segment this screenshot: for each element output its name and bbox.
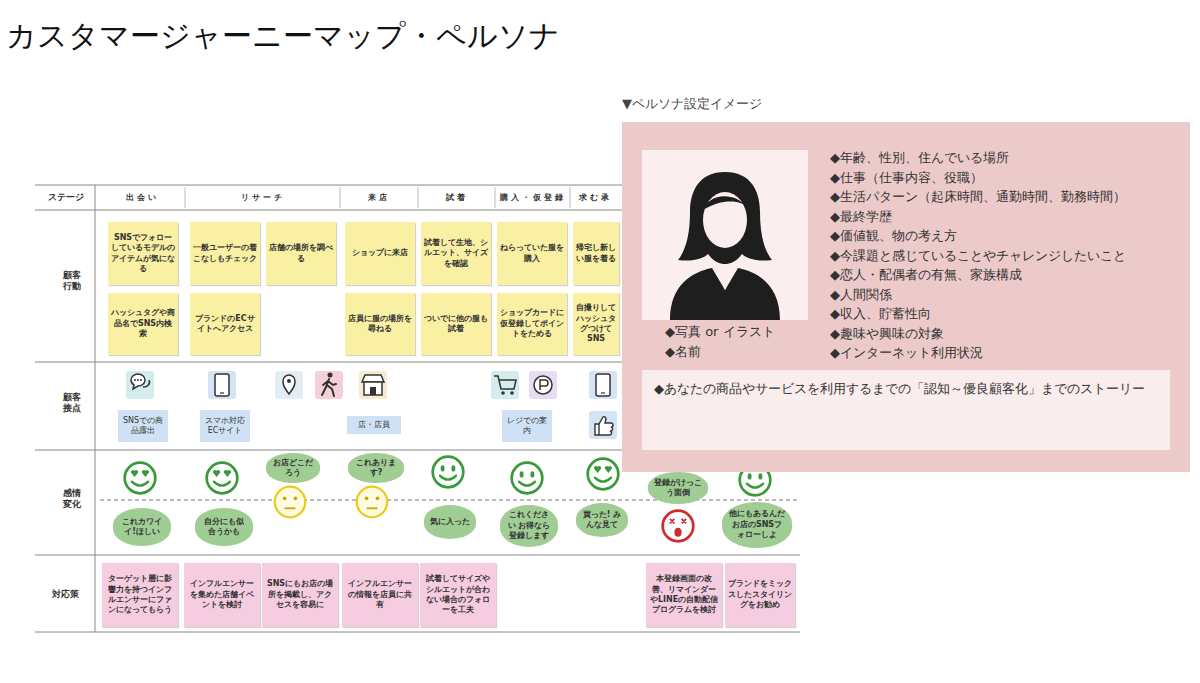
persona-item: ◆最終学歴 (830, 209, 1180, 226)
node-text: ねらっていた服を購入 (500, 243, 564, 264)
story-box: ◆あなたの商品やサービスを利用するまでの「認知～優良顧客化」までのストーリー (642, 370, 1170, 450)
sticky-note: ショップに来店 (345, 222, 415, 285)
thought-cloud: 他にもあるんだお店のSNSフォローしよ (722, 502, 792, 548)
node-text: 買った! みんな見て (582, 510, 622, 531)
persona-silhouette (642, 150, 808, 320)
stage-label: リサーチ (185, 193, 340, 203)
sticky-note: インフルエンサーの情報を店員に共有 (342, 563, 418, 627)
sticky-note: ショップカードに仮登録してポイントをためる (497, 293, 567, 355)
thought-cloud: 気に入った (424, 505, 476, 539)
node-text: 登録がけっこう面倒 (654, 478, 702, 499)
node-text: レジでの案内 (505, 416, 549, 437)
sticky-note: SNSでフォローしているモデルのアイテムが気になる (108, 222, 178, 285)
node-text: これあります? (354, 458, 398, 479)
node-text: ついでに他の服も試着 (424, 314, 488, 335)
sticky-note: SNSにもお店の場所を掲載し、アクセスを容易に (262, 563, 338, 627)
persona-item: ◆収入、貯蓄性向 (830, 306, 1180, 323)
touchpoint-box: 店・店員 (347, 416, 401, 434)
thought-cloud: 自分にも似合うかも (195, 508, 253, 546)
thought-cloud: これください お得なら登録します (500, 505, 558, 547)
page-title: カスタマージャーニーマップ・ペルソナ (6, 16, 560, 57)
sticky-note: ハッシュタグや商品名でSNS内検索 (108, 293, 178, 355)
stage-label: 購入・仮登録 (495, 193, 570, 203)
node-text: 試着してサイズやシルエットが合わない場合のフォローを工夫 (423, 574, 493, 616)
stage-label: 試着 (418, 193, 495, 203)
node-text: スマホ対応ECサイト (203, 416, 247, 437)
node-text: インフルエンサーを集めた店舗イベントを検討 (187, 579, 257, 610)
node-text: ショップに来店 (352, 248, 408, 258)
node-text: お店どこだろう (272, 458, 314, 479)
persona-item: ◆今課題と感じていることやチャレンジしたいこと (830, 248, 1180, 265)
node-text: ブランドをミックスしたスタイリングをお勧め (728, 579, 792, 610)
node-text: これカワイイ!ほしい (119, 517, 165, 538)
node-text: SNSでの商品露出 (121, 416, 165, 437)
sticky-note: ブランドをミックスしたスタイリングをお勧め (725, 563, 795, 627)
node-text: 試着して生地、シルエット、サイズを確認 (424, 238, 488, 269)
touchpoint-box: SNSでの商品露出 (118, 410, 168, 442)
node-text: ハッシュタグや商品名でSNS内検索 (111, 308, 175, 339)
node-text: インフルエンサーの情報を店員に共有 (345, 579, 415, 610)
thought-cloud: お店どこだろう (266, 453, 320, 483)
persona-item: ◆人間関係 (830, 287, 1180, 304)
sticky-note: 本登録画面の改善、リマインダーやLINEの自動配信プログラムを検討 (646, 563, 722, 627)
row-header: 対応策 (38, 589, 93, 600)
thought-cloud: これカワイイ!ほしい (113, 508, 171, 546)
sticky-note: ついでに他の服も試着 (421, 293, 491, 355)
persona-item: ◆仕事（仕事内容、役職） (830, 170, 1180, 187)
sticky-note: 試着して生地、シルエット、サイズを確認 (421, 222, 491, 285)
row-header: 顧客接点 (61, 392, 83, 414)
persona-item: ◆インターネット利用状況 (830, 345, 1180, 362)
persona-item: ◆名前 (665, 344, 835, 361)
node-text: 一般ユーザーの着こなしもチェック (193, 243, 257, 264)
row-header: 感情変化 (61, 488, 83, 510)
persona-item: ▼ペルソナ設定イメージ (622, 96, 922, 113)
node-text: ◆あなたの商品やサービスを利用するまでの「認知～優良顧客化」までのストーリー (654, 380, 1145, 398)
node-text: ターゲット層に影響力を持つインフルエンサーにファンになってもらう (105, 574, 175, 616)
sticky-note: 帰宅し新しい服を着る (573, 222, 619, 285)
node-text: 店舗の場所を調べる (269, 243, 333, 264)
sticky-note: ターゲット層に影響力を持つインフルエンサーにファンになってもらう (102, 563, 178, 627)
persona-item: ◆趣味や興味の対象 (830, 326, 1180, 343)
sticky-note: ブランドのECサイトへアクセス (190, 293, 260, 355)
node-text: これください お得なら登録します (506, 510, 552, 541)
stage-label: 来店 (340, 193, 418, 203)
node-text: 本登録画面の改善、リマインダーやLINEの自動配信プログラムを検討 (649, 574, 719, 616)
sticky-note: 試着してサイズやシルエットが合わない場合のフォローを工夫 (420, 563, 496, 627)
node-text: 気に入った (430, 517, 470, 527)
sticky-note: 一般ユーザーの着こなしもチェック (190, 222, 260, 285)
persona-item: ◆恋人・配偶者の有無、家族構成 (830, 267, 1180, 284)
sticky-note: 店舗の場所を調べる (266, 222, 336, 285)
sticky-note: インフルエンサーを集めた店舗イベントを検討 (184, 563, 260, 627)
persona-item: ◆価値観、物の考え方 (830, 228, 1180, 245)
stage-label: 出会い (100, 193, 185, 203)
sticky-note: 自撮りしてハッシュタグつけてSNS (573, 293, 619, 355)
node-text: ブランドのECサイトへアクセス (193, 314, 257, 335)
persona-item: ◆生活パターン（起床時間、通勤時間、勤務時間） (830, 189, 1180, 206)
touchpoint-box: レジでの案内 (502, 410, 552, 442)
row-header: ステージ (38, 192, 93, 203)
node-text: 帰宅し新しい服を着る (576, 243, 616, 264)
thought-cloud: 登録がけっこう面倒 (648, 472, 708, 504)
node-text: 他にもあるんだお店のSNSフォローしよ (728, 509, 786, 540)
thought-cloud: これあります? (348, 453, 404, 483)
node-text: 自撮りしてハッシュタグつけてSNS (576, 303, 616, 345)
sticky-note: 店員に服の場所を尋ねる (345, 293, 415, 355)
node-text: SNSでフォローしているモデルのアイテムが気になる (111, 233, 175, 275)
persona-item: ◆年齢、性別、住んでいる場所 (830, 150, 1180, 167)
thought-cloud: 買った! みんな見て (576, 503, 628, 537)
node-text: SNSにもお店の場所を掲載し、アクセスを容易に (265, 579, 335, 610)
sticky-note: ねらっていた服を購入 (497, 222, 567, 285)
stage-label: 求む承 (570, 193, 620, 203)
node-text: 店員に服の場所を尋ねる (348, 314, 412, 335)
node-text: 自分にも似合うかも (201, 517, 247, 538)
touchpoint-box: スマホ対応ECサイト (200, 410, 250, 442)
persona-item: ◆写真 or イラスト (665, 324, 835, 341)
node-text: ショップカードに仮登録してポイントをためる (500, 308, 564, 339)
node-text: 店・店員 (358, 420, 390, 430)
row-header: 顧客行動 (61, 270, 83, 292)
